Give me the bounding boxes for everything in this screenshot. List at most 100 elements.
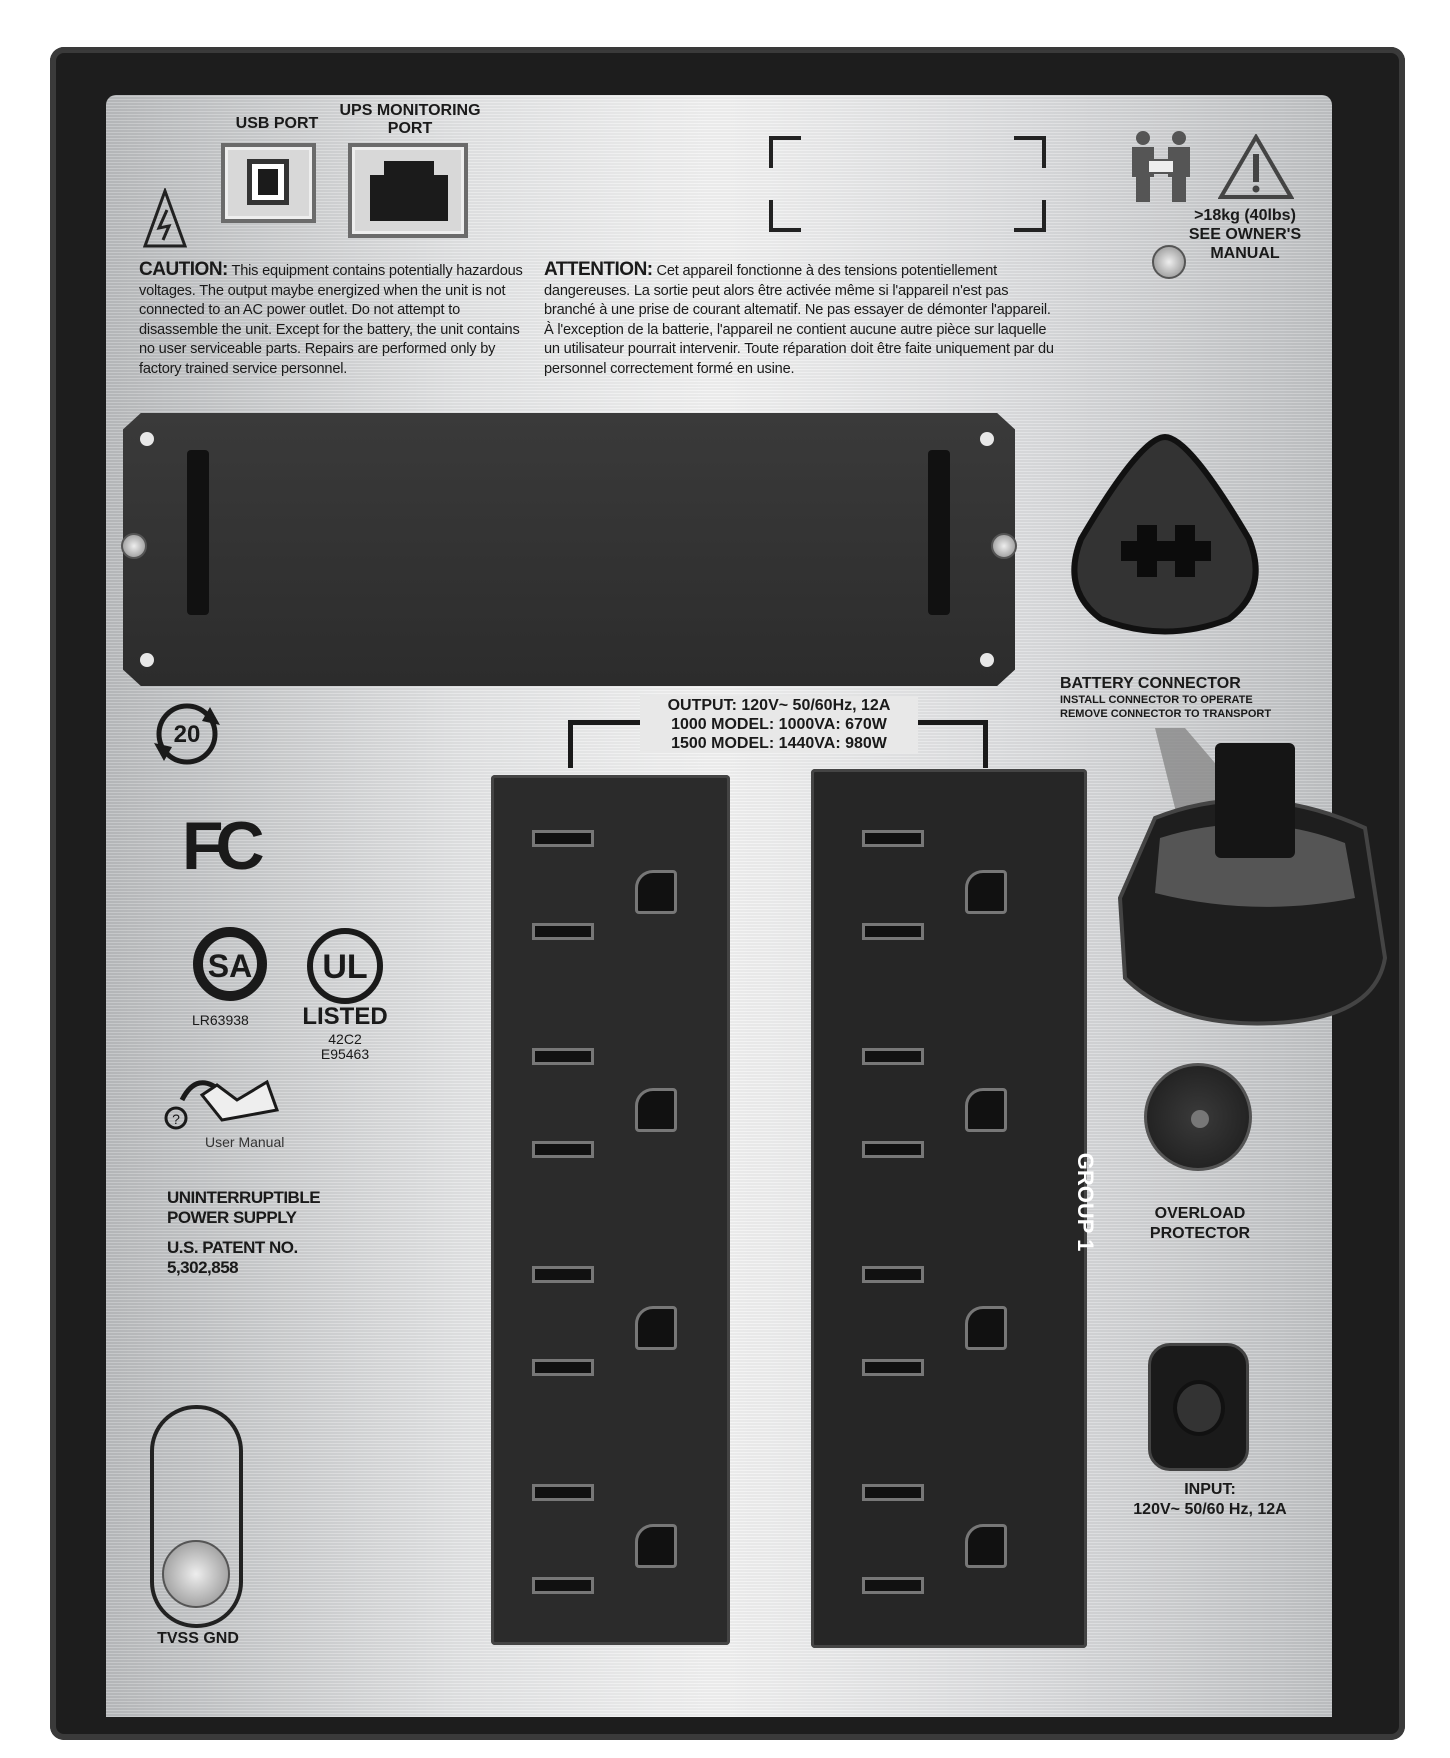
battery-door[interactable] xyxy=(123,413,1015,686)
ul-code: 42C2 xyxy=(328,1031,362,1047)
battery-connector-socket[interactable] xyxy=(1059,429,1271,641)
monitoring-port-label: UPS MONITORING PORT xyxy=(339,102,481,137)
rohs-number: 20 xyxy=(174,721,201,748)
screw-icon xyxy=(991,533,1017,559)
attention-text: ATTENTION: Cet appareil fonctionne à des… xyxy=(544,260,1054,380)
battery-remove-text: REMOVE CONNECTOR TO TRANSPORT xyxy=(1060,707,1272,720)
model-1000-rating: 1000 MODEL: 1000VA: 670W xyxy=(671,716,887,733)
nema-5-15-outlet[interactable] xyxy=(862,1266,1062,1376)
patent-number: 5,302,858 xyxy=(167,1258,239,1277)
outlet-slot xyxy=(532,1484,594,1501)
outlet-ground xyxy=(965,870,1007,914)
weight-warning: >18kg (40lbs) SEE OWNER'S MANUAL xyxy=(1170,206,1320,263)
nema-5-15-outlet[interactable] xyxy=(862,1484,1062,1594)
input-rating: INPUT: 120V~ 50/60 Hz, 12A xyxy=(1110,1480,1310,1520)
svg-text:UL: UL xyxy=(322,948,367,986)
two-person-lift-icon xyxy=(1132,131,1190,202)
outlet-ground xyxy=(635,870,677,914)
overload-protector-label: OVERLOAD PROTECTOR xyxy=(1140,1204,1260,1244)
outlet-slot xyxy=(862,923,924,940)
ups-monitoring-port[interactable] xyxy=(348,143,468,238)
ul-file-number: E95463 xyxy=(320,1046,370,1062)
overload-protector-button[interactable] xyxy=(1144,1063,1252,1171)
output-rating: OUTPUT: 120V~ 50/60Hz, 12A 1000 MODEL: 10… xyxy=(640,696,918,753)
battery-connector-plug[interactable] xyxy=(1115,728,1395,1033)
svg-text:SA: SA xyxy=(208,948,252,984)
tvss-ground-screw[interactable] xyxy=(162,1540,230,1608)
see-manual-text: SEE OWNER'S xyxy=(1188,226,1302,243)
usb-port-label: USB PORT xyxy=(235,115,319,132)
outlet-slot xyxy=(862,1048,924,1065)
outlet-slot xyxy=(532,1577,594,1594)
model-1500-rating: 1500 MODEL: 1440VA: 980W xyxy=(671,735,887,752)
outlet-ground xyxy=(965,1306,1007,1350)
outlet-slot xyxy=(862,1577,924,1594)
fcc-logo: FC xyxy=(182,808,265,884)
outlet-slot xyxy=(532,1141,594,1158)
outlet-ground xyxy=(635,1524,677,1568)
caution-text: CAUTION: This equipment contains potenti… xyxy=(139,260,524,380)
outlet-slot xyxy=(862,830,924,847)
user-manual-label: User Manual xyxy=(205,1134,285,1150)
outlet-ground xyxy=(965,1088,1007,1132)
group-1-label: GROUP 1 xyxy=(1073,1152,1099,1252)
door-latch-left[interactable] xyxy=(187,450,209,615)
outlet-slot xyxy=(532,830,594,847)
overload-text: OVERLOAD xyxy=(1154,1205,1246,1222)
outlet-ground xyxy=(635,1306,677,1350)
nema-5-15-outlet[interactable] xyxy=(532,1484,732,1594)
attention-heading: ATTENTION: xyxy=(544,259,653,280)
nema-5-15-outlet[interactable] xyxy=(532,830,732,940)
tvss-gnd-label: TVSS GND xyxy=(157,1630,239,1647)
product-line-1: UNINTERRUPTIBLE xyxy=(167,1188,321,1207)
input-power-cord[interactable] xyxy=(1148,1343,1249,1471)
nema-5-15-outlet[interactable] xyxy=(532,1266,732,1376)
caution-body: This equipment contains potentially haza… xyxy=(139,263,523,377)
screw-icon xyxy=(121,533,147,559)
rohs-20-year-icon: 20 xyxy=(154,703,220,765)
caution-triangle-icon xyxy=(1218,134,1294,199)
outlet-ground xyxy=(965,1524,1007,1568)
label-placeholder-corners xyxy=(769,136,1046,232)
outlet-slot xyxy=(862,1266,924,1283)
outlet-ground xyxy=(635,1088,677,1132)
attention-body: Cet appareil fonctionne à des tensions p… xyxy=(544,263,1054,377)
csa-number: LR63938 xyxy=(192,1012,249,1028)
outlet-slot xyxy=(862,1141,924,1158)
csa-logo: SA xyxy=(193,927,267,1001)
output-line: OUTPUT: 120V~ 50/60Hz, 12A xyxy=(667,697,891,714)
manual-text: MANUAL xyxy=(1210,245,1280,262)
outlet-slot xyxy=(532,1359,594,1376)
outlet-slot xyxy=(532,923,594,940)
input-spec: 120V~ 50/60 Hz, 12A xyxy=(1133,1501,1287,1518)
outlet-slot xyxy=(532,1048,594,1065)
battery-install-text: INSTALL CONNECTOR TO OPERATE xyxy=(1060,693,1253,706)
caution-heading: CAUTION: xyxy=(139,259,228,280)
usb-port[interactable] xyxy=(221,143,316,223)
outlet-slot xyxy=(862,1359,924,1376)
outlet-strip-left xyxy=(491,775,730,1645)
nema-5-15-outlet[interactable] xyxy=(862,830,1062,940)
svg-text:?: ? xyxy=(172,1111,180,1127)
high-voltage-warning-icon xyxy=(143,188,187,248)
outlet-strip-right xyxy=(811,769,1087,1648)
nema-5-15-outlet[interactable] xyxy=(862,1048,1062,1158)
door-latch-right[interactable] xyxy=(928,450,950,615)
tvss-ground-recess xyxy=(150,1405,243,1628)
outlet-slot xyxy=(862,1484,924,1501)
protector-text: PROTECTOR xyxy=(1149,1225,1251,1242)
weight-text: >18kg (40lbs) xyxy=(1194,207,1296,224)
ul-logo: UL xyxy=(307,928,383,1004)
ul-listed-text: LISTED xyxy=(302,1003,388,1030)
input-text: INPUT: xyxy=(1184,1481,1236,1498)
nema-5-15-outlet[interactable] xyxy=(532,1048,732,1158)
user-manual-icon: ? xyxy=(164,1079,280,1130)
product-line-2: POWER SUPPLY xyxy=(167,1208,297,1227)
patent-label: U.S. PATENT NO. xyxy=(167,1238,298,1257)
battery-connector-title: BATTERY CONNECTOR xyxy=(1060,675,1241,692)
screw-icon xyxy=(1152,245,1186,279)
outlet-slot xyxy=(532,1266,594,1283)
